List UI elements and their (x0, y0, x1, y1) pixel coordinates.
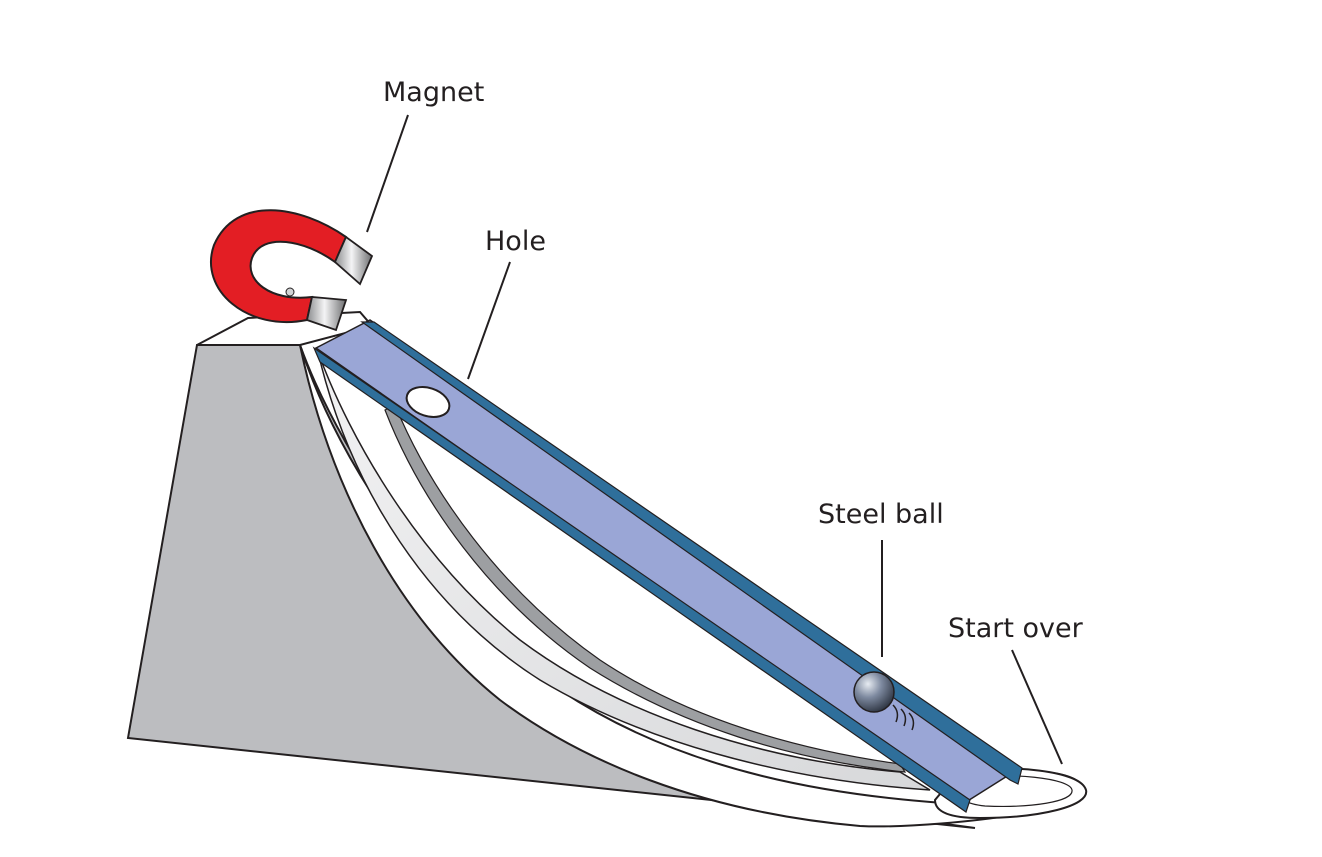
magnet-pole-bottom (305, 296, 348, 332)
magnet-screw (285, 287, 295, 297)
magnet-pole-top (333, 235, 374, 286)
ramp-rail-lower (312, 346, 971, 813)
hole-label: Hole (485, 226, 546, 257)
return-track-surface (317, 351, 931, 791)
start-over-label: Start over (948, 613, 1084, 644)
magnet-leader-line (366, 114, 409, 233)
start-over-leader-line (1011, 649, 1063, 765)
magnet-body (210, 209, 348, 323)
return-track-wall (384, 404, 907, 773)
ramp-rail-upper (360, 321, 1023, 785)
hole-opening (405, 386, 451, 418)
steel-ball-label: Steel ball (818, 499, 944, 530)
steel-ball (853, 671, 895, 713)
horseshoe-magnet-icon (210, 209, 374, 332)
motion-lines-icon (892, 704, 915, 731)
hole-leader-line (467, 261, 511, 380)
magnet-label: Magnet (383, 77, 484, 108)
